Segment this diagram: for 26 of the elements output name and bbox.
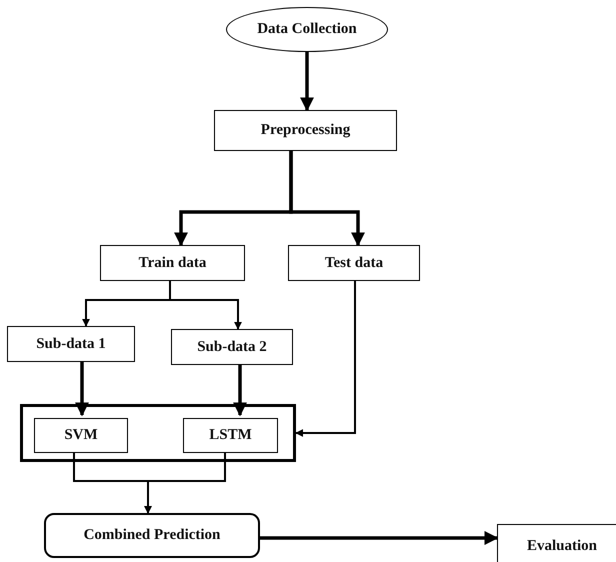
arrow <box>295 281 356 437</box>
process-box <box>497 524 616 562</box>
arrow <box>260 531 498 545</box>
node-label: Combined Prediction <box>84 527 220 544</box>
model-group-box <box>20 404 296 462</box>
process-box <box>100 245 245 281</box>
arrow <box>233 365 247 416</box>
node-label: Test data <box>324 254 384 272</box>
node-label: Evaluation <box>526 538 598 555</box>
process-box <box>288 245 420 281</box>
node-label: Sub-data 1 <box>36 336 106 352</box>
node-label: Sub-data 2 <box>197 338 267 356</box>
node-label: Train data <box>138 254 206 272</box>
process-box <box>34 418 128 453</box>
arrow <box>75 362 89 416</box>
process-box <box>171 329 293 365</box>
node-label: Preprocessing <box>260 122 350 139</box>
arrow <box>289 151 365 246</box>
process-box <box>183 418 278 453</box>
arrow <box>300 52 314 112</box>
node-label: Data Collection <box>257 21 357 38</box>
process-box <box>44 513 260 558</box>
node-label: SVM <box>64 427 98 444</box>
process-box <box>7 326 135 362</box>
process-box <box>214 110 397 151</box>
node-label: LSTM <box>209 427 252 444</box>
